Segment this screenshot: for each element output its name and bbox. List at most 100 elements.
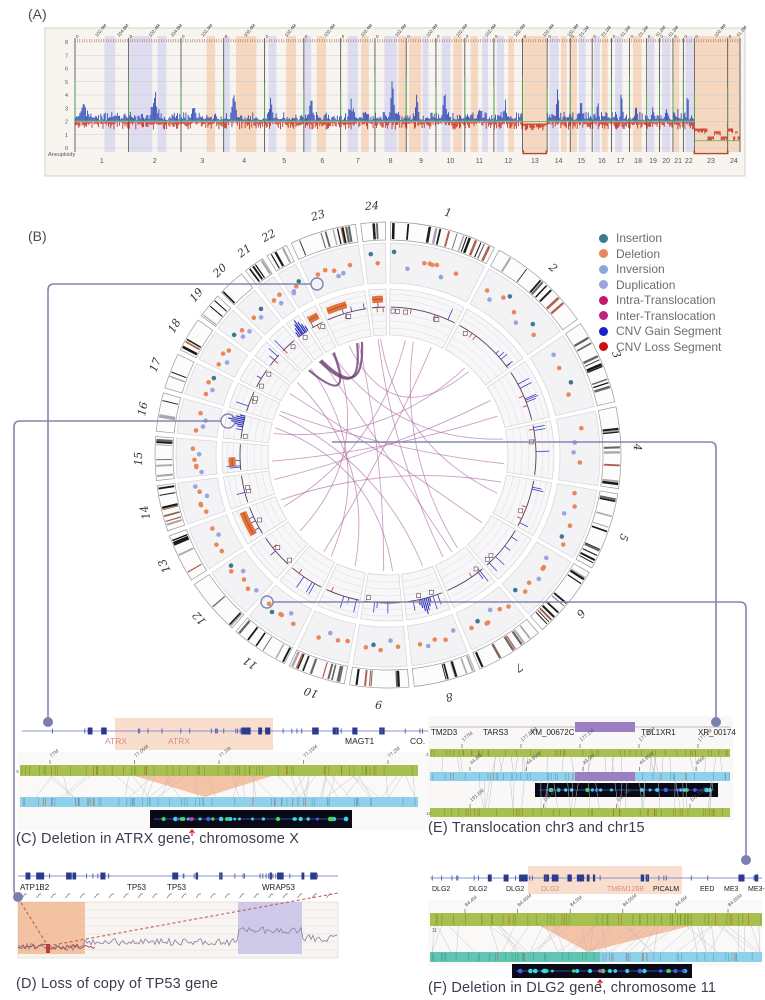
svg-text:0: 0	[182, 34, 185, 39]
svg-text:3: 3	[609, 349, 624, 361]
legend-label: Insertion	[616, 231, 663, 246]
svg-text:3: 3	[426, 752, 429, 757]
svg-text:10: 10	[302, 684, 319, 701]
svg-text:13: 13	[531, 158, 539, 165]
svg-text:23: 23	[707, 158, 715, 165]
svg-text:18: 18	[165, 317, 183, 336]
svg-text:ATP1B2: ATP1B2	[20, 883, 50, 892]
legend-color-dot	[599, 326, 608, 336]
svg-text:6: 6	[320, 158, 324, 165]
caption-panel-c: (C) Deletion in ATRX gene, chromosome X	[16, 831, 300, 847]
svg-text:12: 12	[190, 609, 209, 628]
svg-text:0: 0	[266, 34, 269, 39]
svg-text:0: 0	[648, 34, 651, 39]
svg-text:6: 6	[574, 607, 588, 621]
legend-label: Inter-Translocation	[616, 308, 716, 323]
legend-label: CNV Loss Segment	[616, 339, 722, 354]
svg-text:21: 21	[234, 242, 254, 261]
svg-text:PICALM: PICALM	[653, 886, 679, 893]
svg-text:0: 0	[495, 34, 498, 39]
svg-text:4: 4	[631, 442, 644, 450]
svg-text:0: 0	[695, 34, 698, 39]
svg-text:0: 0	[548, 34, 551, 39]
svg-text:DLG2: DLG2	[506, 886, 524, 893]
svg-text:WRAP53: WRAP53	[262, 883, 295, 892]
legend-color-dot	[599, 264, 608, 274]
legend-item-duplication: Duplication	[599, 278, 721, 293]
svg-text:7: 7	[513, 660, 526, 675]
svg-text:CO.: CO.	[410, 736, 425, 746]
svg-text:0: 0	[613, 34, 616, 39]
legend-item-intra-translocation: Intra-Translocation	[599, 293, 721, 308]
legend-color-dot	[599, 233, 608, 243]
svg-text:11: 11	[432, 928, 437, 934]
svg-text:EED: EED	[700, 886, 714, 893]
svg-text:0: 0	[76, 34, 79, 39]
svg-text:22: 22	[259, 227, 278, 246]
panel-a-label: (A)	[28, 6, 47, 22]
svg-text:11: 11	[241, 654, 260, 673]
legend-label: Intra-Translocation	[616, 293, 716, 308]
svg-text:3: 3	[200, 158, 204, 165]
svg-text:2: 2	[65, 120, 68, 126]
legend-label: Duplication	[616, 277, 676, 292]
svg-text:0: 0	[674, 34, 677, 39]
connector-overlay	[13, 277, 751, 902]
svg-text:1: 1	[65, 133, 68, 139]
svg-text:Aneuploidy: Aneuploidy	[48, 152, 75, 158]
legend-color-dot	[599, 295, 608, 305]
svg-text:15: 15	[132, 452, 145, 466]
svg-text:0: 0	[524, 34, 527, 39]
svg-text:DLG2: DLG2	[541, 886, 559, 893]
svg-text:24: 24	[364, 199, 380, 213]
svg-text:0: 0	[130, 34, 133, 39]
legend-color-dot	[599, 342, 608, 352]
svg-text:X: X	[16, 769, 19, 774]
svg-text:21: 21	[674, 158, 682, 165]
caption-panel-d: (D) Loss of copy of TP53 gene	[16, 976, 219, 992]
svg-text:14: 14	[555, 158, 563, 165]
svg-text:19: 19	[187, 286, 206, 305]
svg-text:14: 14	[137, 504, 153, 521]
legend-color-dot	[599, 311, 608, 321]
svg-text:17: 17	[147, 356, 164, 374]
caption-panel-e: (E) Translocation chr3 and chr15	[428, 820, 645, 836]
svg-text:ME3-DT: ME3-DT	[748, 886, 765, 893]
svg-text:TBL1XR1: TBL1XR1	[641, 728, 676, 737]
svg-text:0: 0	[466, 34, 469, 39]
svg-text:MAGT1: MAGT1	[345, 736, 375, 746]
svg-text:5: 5	[65, 80, 68, 86]
svg-text:18: 18	[634, 158, 642, 165]
svg-text:ATRX: ATRX	[105, 736, 127, 746]
svg-text:9: 9	[419, 158, 423, 165]
svg-text:2: 2	[545, 260, 560, 275]
svg-text:ME3: ME3	[724, 886, 739, 893]
legend-label: CNV Gain Segment	[616, 324, 722, 339]
svg-text:12: 12	[504, 158, 512, 165]
legend-label: Inversion	[616, 262, 665, 277]
svg-text:XM_00672C: XM_00672C	[530, 728, 575, 737]
svg-text:22: 22	[685, 158, 693, 165]
svg-text:4: 4	[65, 93, 68, 99]
link-to-panel-d	[13, 413, 236, 902]
legend-item-inter-translocation: Inter-Translocation	[599, 309, 721, 324]
svg-text:19: 19	[649, 158, 657, 165]
svg-text:XR_00174: XR_00174	[698, 728, 736, 737]
svg-text:0: 0	[684, 34, 687, 39]
link-to-panel-f	[260, 595, 751, 865]
svg-text:3: 3	[65, 106, 68, 112]
svg-text:0: 0	[376, 34, 379, 39]
legend-item-inversion: Inversion	[599, 262, 721, 277]
svg-text:16: 16	[598, 158, 606, 165]
svg-text:1: 1	[443, 206, 453, 220]
legend-item-cnv-gain-segment: CNV Gain Segment	[599, 324, 721, 339]
svg-text:15: 15	[577, 158, 585, 165]
svg-text:77M: 77M	[49, 748, 60, 759]
svg-text:0: 0	[407, 34, 410, 39]
svg-text:0: 0	[571, 34, 574, 39]
svg-text:DLG2: DLG2	[432, 886, 450, 893]
